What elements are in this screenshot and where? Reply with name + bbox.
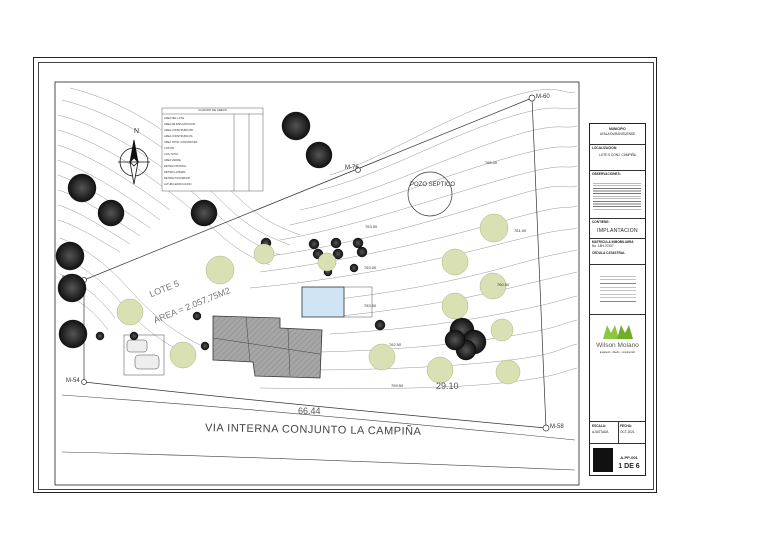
scale-date-section: ESCALA: AJUSTADA FECHA: OCT-2021: [590, 421, 645, 443]
area-table-rows: AREA DEL LOTE AREA DE IMPLANTACION AREA …: [164, 116, 234, 188]
content-section: CONTIENE: IMPLANTACION: [590, 218, 645, 238]
scale-value: AJUSTADA: [592, 430, 609, 434]
observations-label: OBSERVACIONES:: [592, 172, 621, 176]
notes-section: [590, 264, 645, 314]
area-table-row: AREA VERDE: [164, 159, 181, 162]
location-section: LOCALIZACION: LOTE 5 CONJ. CAMPIÑA: [590, 144, 645, 170]
area-table-row: AREA DE IMPLANTACION: [164, 123, 196, 126]
light-trees: [116, 213, 521, 385]
area-table-row: ALTURA EDIFICACION: [164, 183, 192, 186]
brand-name: Wilson Molano: [596, 342, 639, 349]
plan-frame: [54, 81, 580, 486]
sheet-count: 1 DE 6: [618, 463, 640, 470]
area-schedule-table: [161, 107, 264, 192]
notes-lines: [600, 273, 636, 303]
brand-section: Wilson Molano arquitecto · diseño · cons…: [590, 314, 645, 364]
content-value: IMPLANTACION: [597, 228, 638, 234]
contour-label: 763.00: [365, 224, 378, 229]
contour-label: 763.50: [364, 303, 377, 308]
contour-label: 759.50: [391, 383, 404, 388]
contour-label: 765.00: [485, 160, 498, 165]
area-table-row: AREA CONSTRUIDA PB: [164, 129, 193, 132]
contour-label: 761.00: [514, 228, 527, 233]
north-label: N: [134, 128, 140, 135]
sheet-code: A-PP-001: [620, 455, 638, 460]
contour-lines: [57, 87, 578, 389]
area-table-row: COS PB: [164, 147, 174, 150]
registry-label: MATRICULA INMOBILIARIA: [592, 240, 634, 244]
title-block: MUNICIPIO AYALA DURANGUENSE LOCALIZACION…: [589, 123, 646, 476]
marker-m54: M-54: [66, 378, 80, 384]
area-table-row: COS TOTAL: [164, 153, 179, 156]
area-table-row: RETIRO FRONTAL: [164, 165, 187, 168]
drawing-sheet-outer-frame: [33, 57, 657, 493]
brand-logo-icon: [603, 325, 633, 339]
area-table-row: RETIRO LATERAL: [164, 171, 186, 174]
marker-m60: M-60: [536, 94, 550, 100]
north-arrow-icon: [118, 139, 150, 185]
contour-label: 760.50: [497, 282, 510, 287]
marker-m76: M-76: [345, 165, 359, 171]
dimension-bottom: 66.44: [298, 406, 321, 416]
contour-label: 762.50: [389, 342, 402, 347]
marker-m58: M-58: [550, 424, 564, 430]
scale-label: ESCALA:: [592, 424, 607, 428]
dark-trees: [55, 111, 487, 361]
location-value: LOTE 5 CONJ. CAMPIÑA: [599, 153, 636, 157]
registry-section: MATRICULA INMOBILIARIA No. 18H-70307 CED…: [590, 238, 645, 264]
septic-circle: [407, 171, 453, 217]
scale-date-divider: [618, 422, 619, 443]
septic-label: POZO SEPTICO: [410, 182, 456, 188]
municipality: MUNICIPIO: [609, 127, 626, 131]
drawing-sheet-inner-frame: [38, 62, 654, 490]
municipality-sub: AYALA DURANGUENSE: [599, 132, 636, 136]
observations-lines: [593, 181, 641, 211]
area-table-row: AREA DEL LOTE: [164, 117, 185, 120]
cadastral-label: CEDULA CATASTRAL: [592, 251, 626, 255]
pool-deck: [343, 286, 373, 318]
area-table-title: CUADRO DE AREAS: [198, 108, 227, 112]
area-table-row: AREA TOTAL CONSTRUIDA: [164, 141, 198, 144]
brand-sub: arquitecto · diseño · construcción: [599, 351, 636, 354]
pool: [301, 286, 345, 318]
parking: [123, 334, 165, 376]
sheet-black-box: [593, 448, 613, 472]
marker-m79: M-79: [62, 276, 76, 282]
area-table-row: AREA CONSTRUIDA PA: [164, 135, 193, 138]
observations-section: OBSERVACIONES:: [590, 170, 645, 218]
area-table-row: RETIRO POSTERIOR: [164, 177, 190, 180]
date-value: OCT-2021: [620, 430, 635, 434]
content-label: CONTIENE:: [592, 220, 610, 224]
date-label: FECHA:: [620, 424, 633, 428]
house-footprint: [212, 315, 323, 379]
road-edges: [61, 394, 576, 471]
dimension-right: 29.10: [436, 381, 459, 391]
sheet-section: A-PP-001 1 DE 6: [590, 443, 645, 477]
registry-value: No. 18H-70307: [592, 244, 614, 248]
lot-boundary: [83, 97, 547, 429]
location-label: LOCALIZACION:: [592, 146, 618, 150]
contour-label: 763.00: [364, 265, 377, 270]
